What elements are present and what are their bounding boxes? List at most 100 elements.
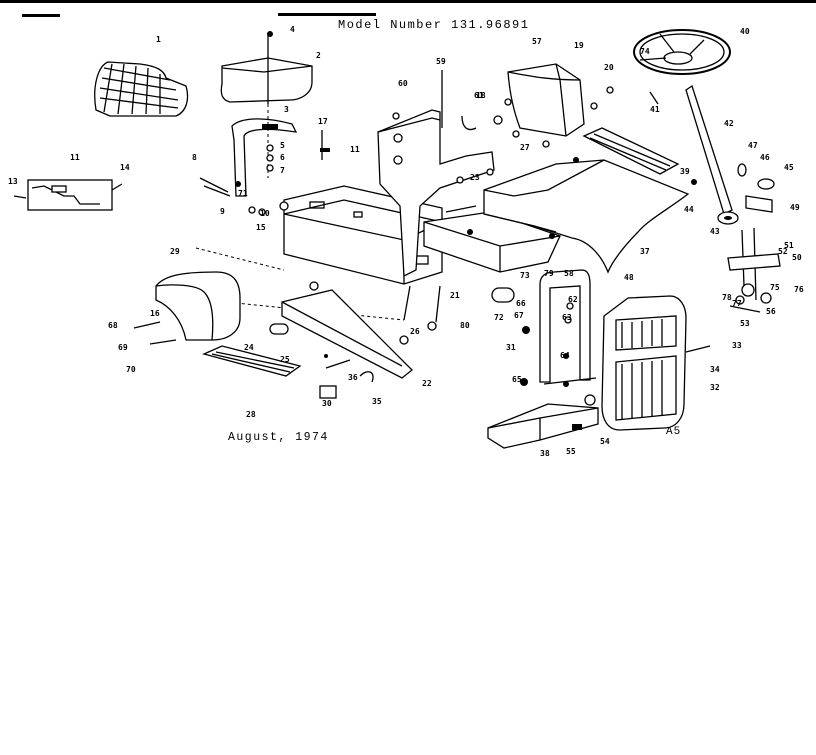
callout-c43: 43 (710, 227, 720, 236)
grille-part (601, 295, 711, 431)
callout-c5: 5 (280, 141, 285, 150)
header-smudge (22, 14, 60, 17)
callout-c74: 74 (640, 47, 650, 56)
callout-c54: 54 (600, 437, 610, 446)
dash-panel-part (507, 63, 585, 137)
steering-wheel-part (633, 29, 731, 75)
callout-c42: 42 (724, 119, 734, 128)
callout-c48: 48 (624, 273, 634, 282)
callout-c28: 28 (246, 410, 256, 419)
callout-c24: 24 (244, 343, 254, 352)
seat-part (94, 61, 189, 117)
callout-c70: 70 (126, 365, 136, 374)
callout-c6: 6 (280, 153, 285, 162)
fuel-tank-part (423, 205, 561, 273)
top-border (0, 0, 816, 3)
callout-c38: 38 (540, 449, 550, 458)
seat-spring-part (231, 104, 298, 197)
callout-c51: 51 (784, 241, 794, 250)
callout-c66: 66 (516, 299, 526, 308)
callout-c69: 69 (118, 343, 128, 352)
callout-c56: 56 (766, 307, 776, 316)
pedestal-part (377, 70, 495, 278)
callout-c15: 15 (256, 223, 266, 232)
callout-c77: 77 (732, 299, 742, 308)
callout-c23: 23 (470, 173, 480, 182)
callout-c71: 71 (238, 189, 248, 198)
callout-c16: 16 (150, 309, 160, 318)
callout-c50: 50 (792, 253, 802, 262)
steering-gear-part (717, 163, 781, 313)
grille-bracket-part (539, 269, 597, 385)
callout-c36: 36 (348, 373, 358, 382)
page-code: A5 (666, 426, 682, 438)
callout-c34: 34 (710, 365, 720, 374)
callout-c76: 76 (794, 285, 804, 294)
callout-c40: 40 (740, 27, 750, 36)
callout-c31: 31 (506, 343, 516, 352)
rear-footrest-part (202, 345, 302, 377)
callout-c55: 55 (566, 447, 576, 456)
callout-c67: 67 (514, 311, 524, 320)
hardware-bits (199, 31, 697, 430)
callout-c27: 27 (520, 143, 530, 152)
callout-c68: 68 (108, 321, 118, 330)
callout-c39: 39 (680, 167, 690, 176)
callout-c78: 78 (722, 293, 732, 302)
callout-c13: 13 (8, 177, 18, 186)
callout-c11: 11 (70, 153, 80, 162)
callout-c22: 22 (422, 379, 432, 388)
callout-c33: 33 (732, 341, 742, 350)
callout-c59: 59 (436, 57, 446, 66)
callout-c73: 73 (520, 271, 530, 280)
callout-c72: 72 (494, 313, 504, 322)
steering-shaft-part (649, 84, 733, 215)
callout-c25: 25 (280, 355, 290, 364)
floor-channel-part (281, 289, 413, 399)
front-footrest-part (582, 127, 680, 175)
callout-c60: 60 (398, 79, 408, 88)
callout-c12: 11 (350, 145, 360, 154)
callout-c64: 64 (560, 351, 570, 360)
callout-c9: 9 (220, 207, 225, 216)
callout-c49: 49 (790, 203, 800, 212)
callout-c63: 63 (562, 313, 572, 322)
front-bracket-part (487, 403, 599, 449)
callout-c80: 80 (460, 321, 470, 330)
hood-part (483, 159, 690, 274)
callout-c53: 53 (740, 319, 750, 328)
callout-c62: 62 (568, 295, 578, 304)
callout-c37: 37 (640, 247, 650, 256)
model-number-title: Model Number 131.96891 (338, 18, 530, 32)
callout-c20: 20 (604, 63, 614, 72)
callout-c2: 2 (316, 51, 321, 60)
callout-c26: 26 (410, 327, 420, 336)
callout-c57: 57 (532, 37, 542, 46)
callout-c10: 10 (260, 209, 270, 218)
rear-fender-part (133, 271, 241, 345)
diagram-date: August, 1974 (228, 431, 329, 444)
callout-c21: 21 (450, 291, 460, 300)
callout-c35: 35 (372, 397, 382, 406)
callout-c19: 19 (574, 41, 584, 50)
seat-adjuster-part (13, 179, 123, 211)
callout-c32: 32 (710, 383, 720, 392)
callout-c58: 58 (564, 269, 574, 278)
callout-c75: 75 (770, 283, 780, 292)
callout-c52: 52 (778, 247, 788, 256)
callout-c7: 7 (280, 166, 285, 175)
callout-c8: 8 (192, 153, 197, 162)
callout-c41: 41 (650, 105, 660, 114)
callout-c47: 47 (748, 141, 758, 150)
seat-pan-part (220, 34, 313, 104)
callout-c3: 3 (284, 105, 289, 114)
callout-c1: 1 (156, 35, 161, 44)
callout-c14: 14 (120, 163, 130, 172)
callout-c4: 4 (290, 25, 295, 34)
callout-c44: 44 (684, 205, 694, 214)
callout-c17: 17 (318, 117, 328, 126)
callout-c45: 45 (784, 163, 794, 172)
